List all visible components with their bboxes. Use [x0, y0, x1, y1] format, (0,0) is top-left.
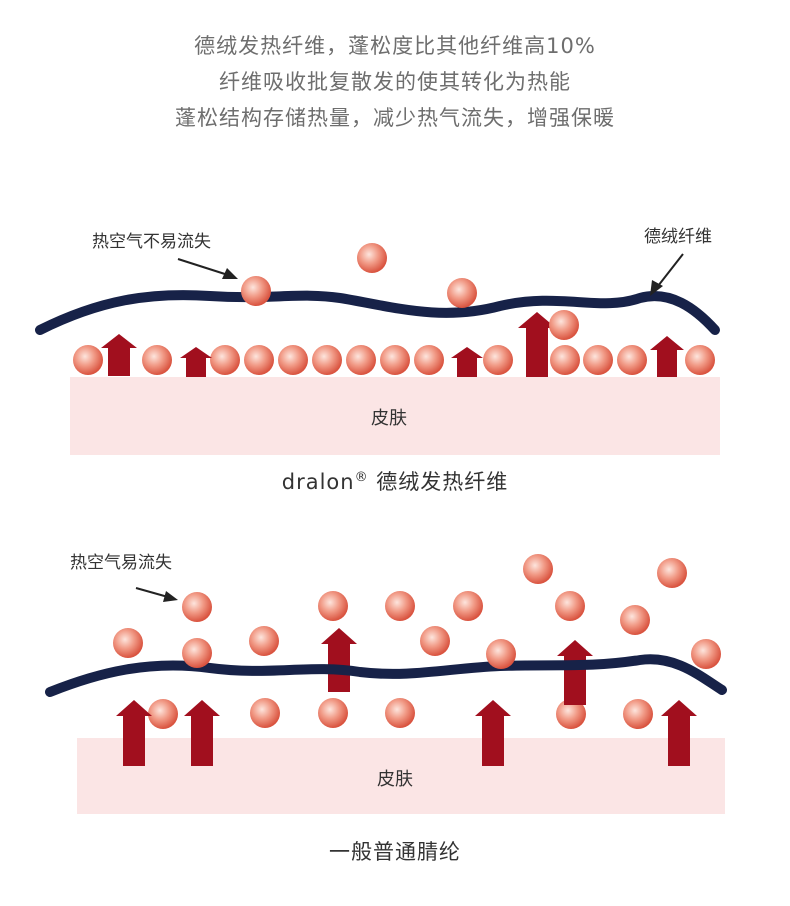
- heat-particle: [182, 592, 212, 622]
- heat-arrow: [116, 700, 152, 766]
- intro-line-1: 德绒发热纤维，蓬松度比其他纤维高10%: [194, 34, 596, 58]
- heat-particle: [278, 345, 308, 375]
- heat-arrows: [116, 628, 697, 766]
- heat-particle: [346, 345, 376, 375]
- heat-particle: [357, 243, 387, 273]
- pointer-line: [177, 258, 229, 276]
- heat-particle: [617, 345, 647, 375]
- heat-particle: [453, 591, 483, 621]
- heat-arrow: [557, 640, 593, 705]
- heat-arrow: [661, 700, 697, 766]
- caption-acrylic-text: 一般普通腈纶: [329, 840, 461, 864]
- heat-particles-escaping: [113, 554, 721, 669]
- skin-label: 皮肤: [371, 408, 407, 429]
- heat-particle: [73, 345, 103, 375]
- caption-brand: dralon: [281, 470, 355, 494]
- heat-arrow: [451, 347, 483, 377]
- heat-particle: [142, 345, 172, 375]
- acrylic-diagram: 皮肤: [45, 553, 727, 814]
- heat-particle: [244, 345, 274, 375]
- pointer-line: [135, 587, 169, 598]
- heat-arrow: [180, 347, 212, 377]
- acrylic-fiber: [45, 654, 727, 697]
- intro-text: 德绒发热纤维，蓬松度比其他纤维高10% 纤维吸收批复散发的使其转化为热能 蓬松结…: [0, 28, 790, 136]
- heat-particle: [447, 278, 477, 308]
- registered-mark: ®: [354, 470, 369, 485]
- heat-particle: [583, 345, 613, 375]
- annotation-dralon-fiber: 德绒纤维: [644, 227, 712, 247]
- heat-particle: [685, 345, 715, 375]
- heat-particle: [318, 591, 348, 621]
- intro-line-3: 蓬松结构存储热量，减少热气流失，增强保暖: [175, 106, 615, 130]
- heat-particle: [691, 639, 721, 669]
- heat-particle: [249, 626, 279, 656]
- heat-arrow: [518, 312, 556, 377]
- caption-dralon: dralon® 德绒发热纤维: [0, 466, 790, 496]
- heat-arrow: [475, 700, 511, 766]
- heat-particle: [182, 638, 212, 668]
- heat-particle: [148, 699, 178, 729]
- heat-arrows: [101, 312, 684, 377]
- heat-particle: [380, 345, 410, 375]
- caption-dralon-text: 德绒发热纤维: [376, 470, 509, 494]
- heat-particles-bottom-row: [73, 345, 715, 375]
- pointer-arrowhead: [222, 268, 238, 279]
- heat-particles-upper: [241, 243, 579, 340]
- heat-particle: [483, 345, 513, 375]
- heat-particle: [312, 345, 342, 375]
- skin-layer: [70, 377, 720, 455]
- heat-particle: [555, 591, 585, 621]
- heat-particle: [420, 626, 450, 656]
- skin-label: 皮肤: [377, 769, 413, 790]
- heat-particle: [550, 345, 580, 375]
- heat-particle: [414, 345, 444, 375]
- heat-particle: [250, 698, 280, 728]
- heat-particle: [549, 310, 579, 340]
- dralon-fiber: [35, 290, 720, 335]
- pointer-arrowhead: [163, 591, 178, 602]
- heat-particle: [318, 698, 348, 728]
- caption-acrylic: 一般普通腈纶: [0, 836, 790, 866]
- annotation-hot-air-lost: 热空气易流失: [70, 553, 172, 573]
- heat-particle: [523, 554, 553, 584]
- heat-arrow: [321, 628, 357, 692]
- skin-layer: [77, 738, 725, 814]
- heat-arrow: [101, 334, 137, 376]
- pointer-line: [657, 253, 684, 287]
- heat-arrow: [650, 336, 684, 377]
- heat-particle: [113, 628, 143, 658]
- heat-particle: [657, 558, 687, 588]
- heat-particle: [556, 699, 586, 729]
- heat-particle: [210, 345, 240, 375]
- pointer-arrowhead: [650, 280, 663, 296]
- heat-particle: [385, 698, 415, 728]
- heat-arrow: [184, 700, 220, 766]
- dralon-diagram: 皮肤: [35, 227, 720, 455]
- heat-particle: [623, 699, 653, 729]
- heat-particles-lower: [148, 698, 653, 729]
- intro-line-2: 纤维吸收批复散发的使其转化为热能: [219, 70, 571, 94]
- heat-particle: [486, 639, 516, 669]
- heat-particle: [620, 605, 650, 635]
- heat-particle: [385, 591, 415, 621]
- heat-particle: [241, 276, 271, 306]
- annotation-hot-air-retained: 热空气不易流失: [92, 232, 211, 252]
